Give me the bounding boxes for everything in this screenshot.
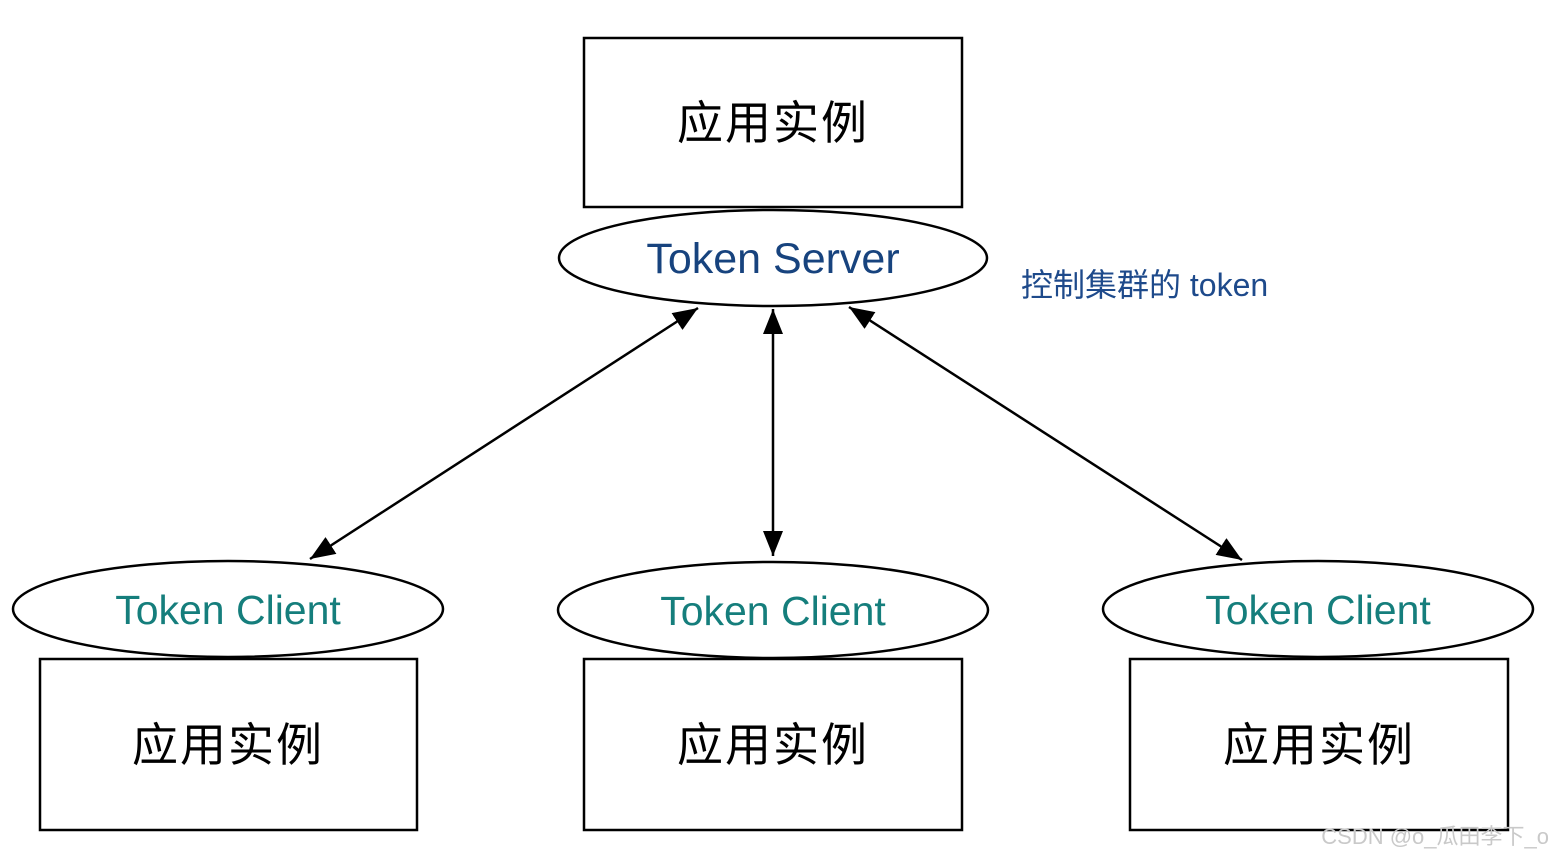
app-instance-box-right (1128, 657, 1510, 832)
app-instance-label-top: 应用实例 (677, 97, 869, 149)
app-instance-label-right: 应用实例 (1223, 719, 1415, 771)
token-client-ellipse-left (11, 559, 445, 659)
edge-server-client-left (309, 306, 699, 561)
token-client-label-left: Token Client (115, 587, 341, 633)
edge-server-client-right (848, 305, 1243, 562)
token-client-label-center: Token Client (660, 588, 886, 634)
app-instance-label-center: 应用实例 (677, 719, 869, 771)
app-instance-box-left (38, 657, 419, 832)
annotation-text: 控制集群的 token (1021, 267, 1268, 303)
app-instance-box-center (582, 657, 964, 832)
token-client-ellipse-right (1101, 559, 1535, 659)
token-client-ellipse-center (556, 560, 990, 660)
token-server-ellipse (557, 208, 989, 308)
watermark-text: CSDN @o_瓜田李下_o (1321, 824, 1549, 849)
token-server-label: Token Server (646, 235, 899, 283)
app-instance-label-left: 应用实例 (132, 719, 324, 771)
app-instance-box-top (582, 36, 964, 209)
token-client-label-right: Token Client (1205, 587, 1431, 633)
